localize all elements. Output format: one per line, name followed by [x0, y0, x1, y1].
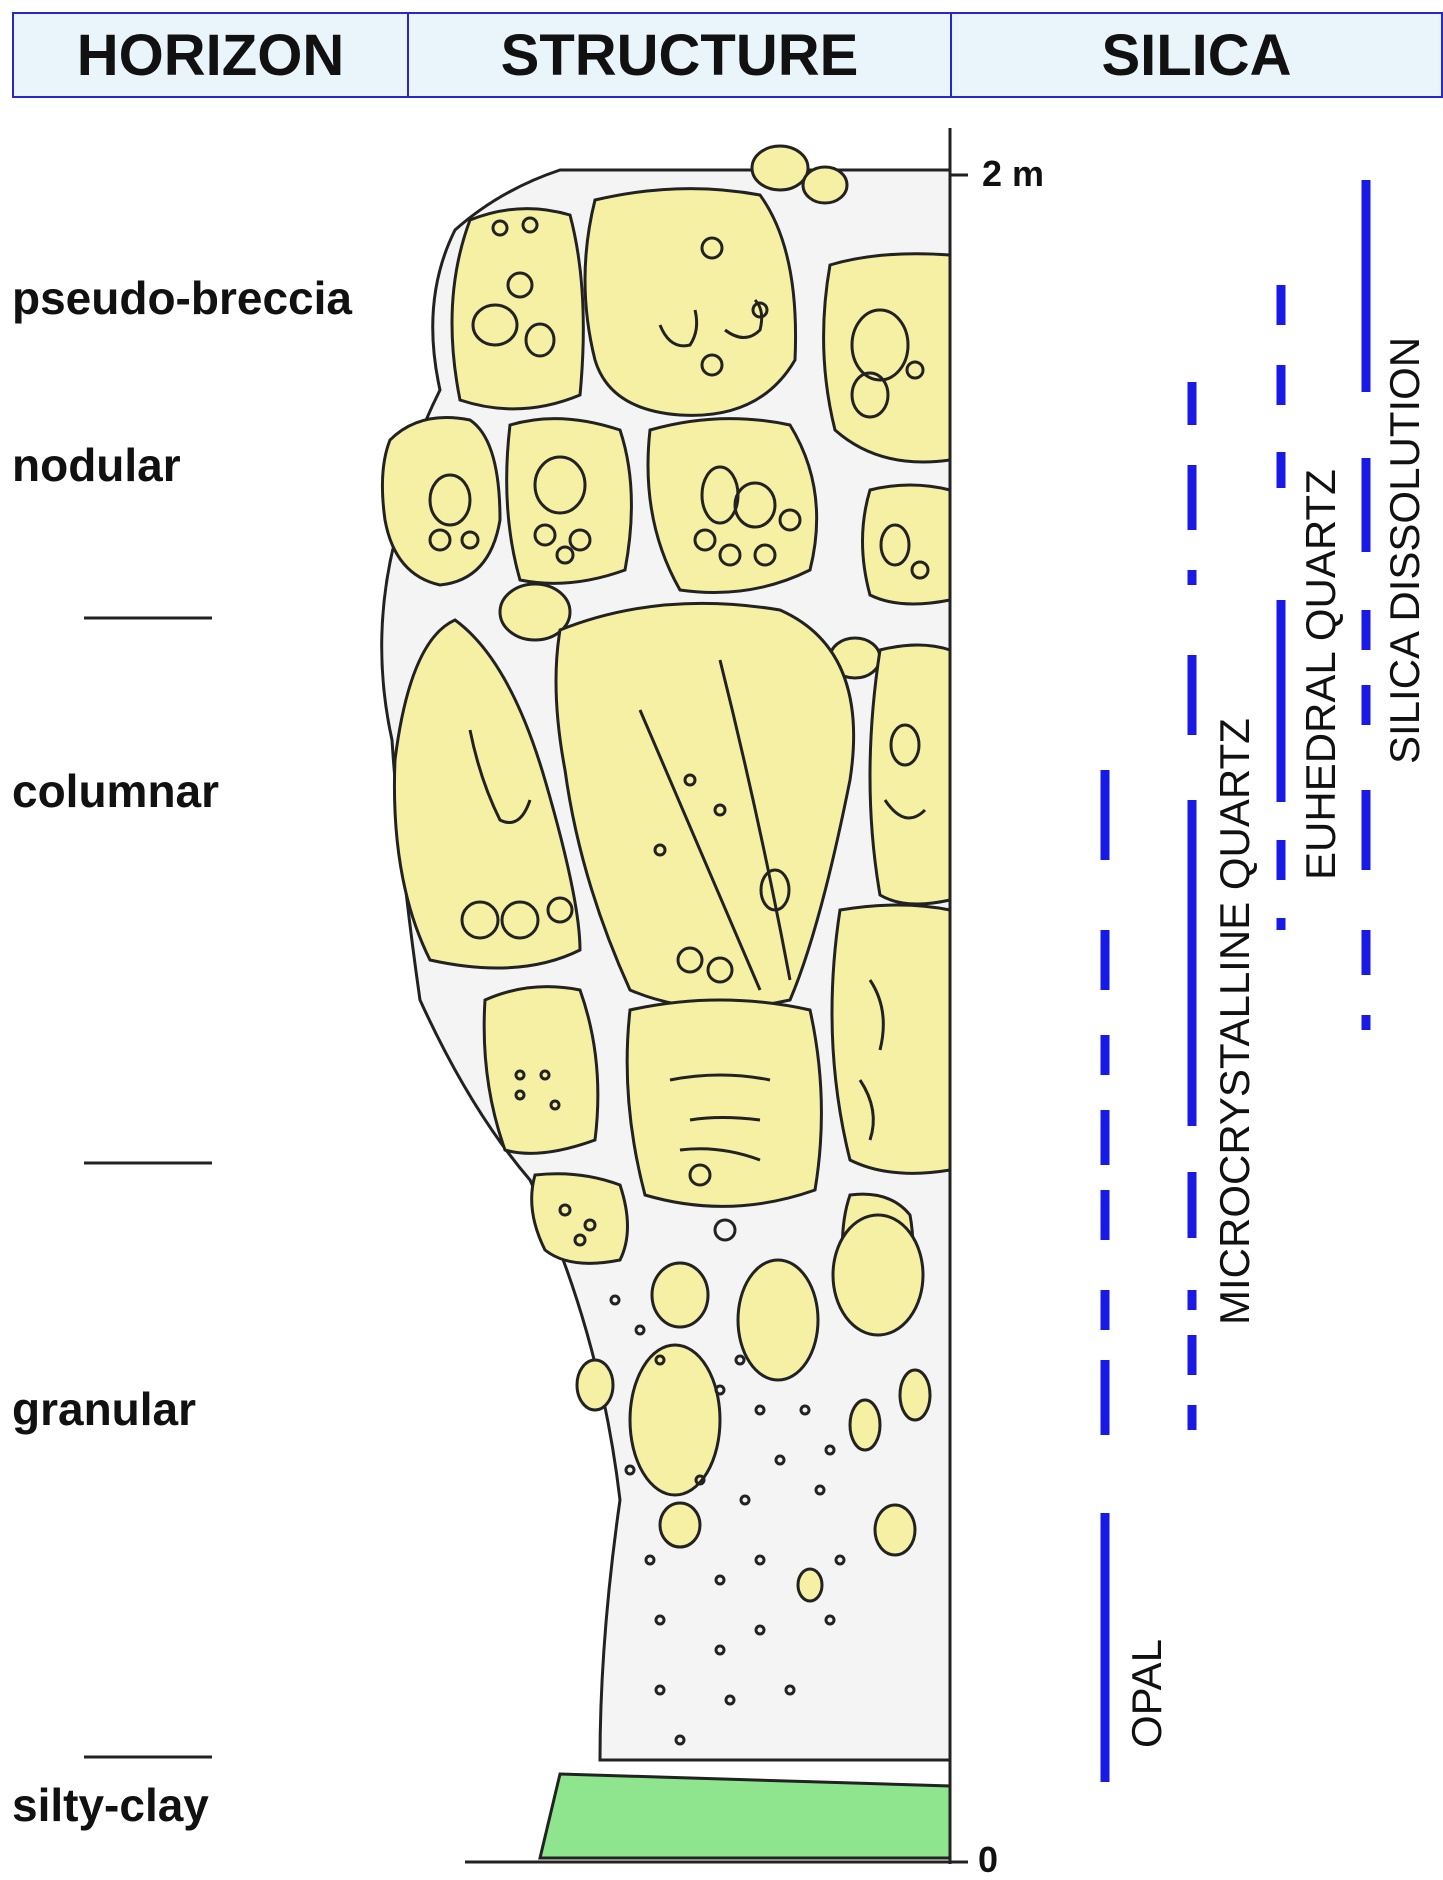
label-euhedral-quartz: EUHEDRAL QUARTZ — [1300, 469, 1342, 880]
horizon-silty-clay: silty-clay — [12, 1782, 209, 1828]
label-microcrystalline-quartz: MICROCRYSTALLINE QUARTZ — [1214, 718, 1256, 1325]
scale-bottom-label: 0 — [978, 1842, 998, 1878]
horizon-nodular: nodular — [12, 442, 181, 488]
label-opal: OPAL — [1126, 1639, 1168, 1748]
horizon-columnar: columnar — [12, 768, 219, 814]
horizon-pseudo-breccia: pseudo-breccia — [12, 275, 352, 321]
label-silica-dissolution: SILICA DISSOLUTION — [1384, 337, 1426, 764]
horizon-granular: granular — [12, 1386, 196, 1432]
silty-clay-layer — [540, 1774, 950, 1858]
scale-top-label: 2 m — [982, 156, 1044, 192]
